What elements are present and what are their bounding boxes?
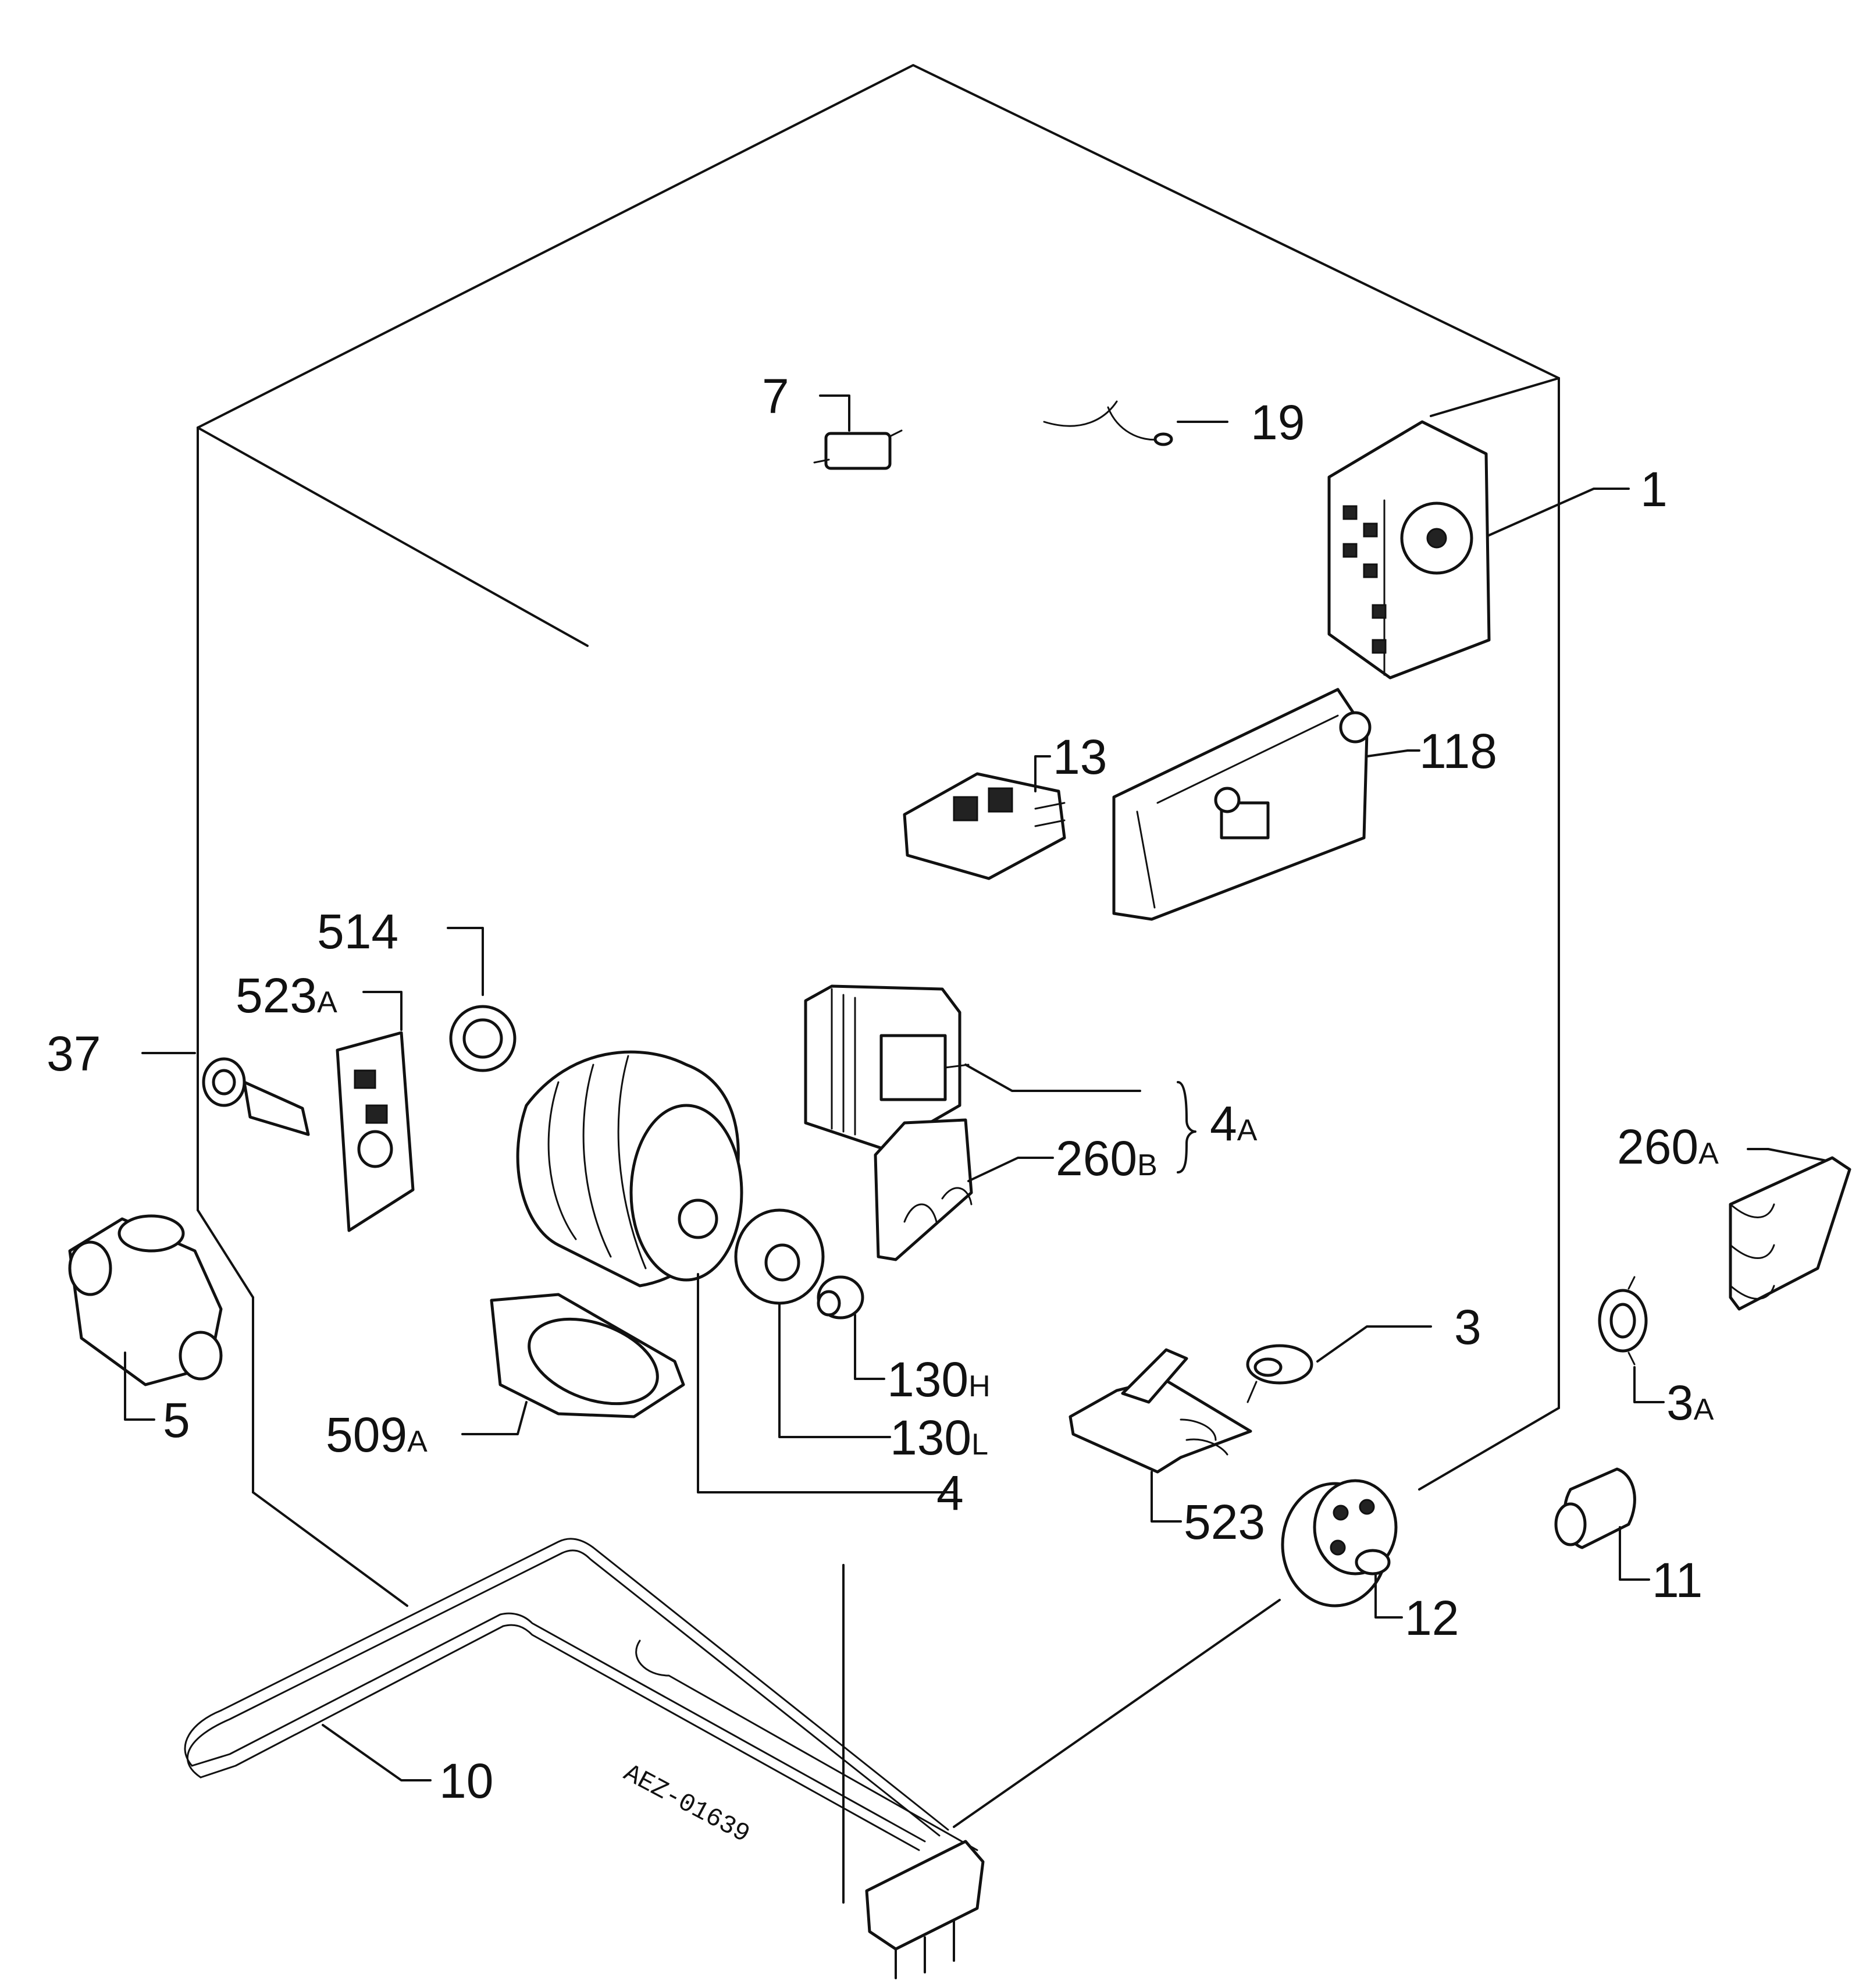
part-523-bracket: 523 [1069,1348,1265,1549]
label-118: 118 [1419,724,1497,778]
part-3-pressure-switch: 3 [1246,1300,1481,1403]
label-3a: 3A [1666,1375,1714,1430]
part-12-pulley: 12 [1281,1479,1459,1645]
label-19: 19 [1251,395,1305,450]
part-3a-pressure-switch: 3A [1598,1276,1714,1430]
label-1: 1 [1640,462,1668,517]
part-11-capacitor: 11 [1554,1467,1703,1608]
part-118-control-board: 118 [1112,688,1497,921]
part-130h-bushing: 130H [817,1275,991,1407]
part-4-motor: 4 [516,1050,964,1520]
part-5-valve: 5 [68,1214,223,1448]
label-260a: 260A [1617,1119,1719,1174]
label-523: 523 [1184,1495,1265,1549]
part-509a-mount: 509A [326,1293,685,1462]
label-260b: 260B [1056,1131,1158,1186]
part-7-switch: 7 [762,369,903,470]
part-19-wire: 19 [1043,395,1305,450]
label-12: 12 [1405,1591,1459,1645]
label-130l: 130L [890,1410,988,1465]
label-5: 5 [163,1393,190,1448]
part-37-connector: 37 [47,1026,310,1136]
label-130h: 130H [887,1352,991,1407]
label-523a: 523A [236,968,337,1023]
part-1-timer: 1 [1327,420,1668,680]
part-130l-brush-holder: 130L [734,1208,988,1465]
part-13-switch-block: 13 [903,730,1107,880]
part-523a-bracket: 523A [236,968,415,1232]
label-509a: 509A [326,1407,428,1462]
cabinet-outline [197,64,1560,1904]
label-514: 514 [317,904,398,959]
part-260b-bracket: 260B [874,1118,1158,1261]
part-4a-pump-motor: 4A [804,984,1258,1173]
label-3: 3 [1454,1300,1481,1354]
part-260a-bracket: 260A [1617,1119,1851,1311]
label-7: 7 [762,369,789,424]
part-514-bearing: 514 [317,904,517,1072]
label-37: 37 [47,1026,101,1081]
label-13: 13 [1053,730,1107,784]
part-10-heating-element: 10 [184,1538,985,1979]
label-11: 11 [1652,1553,1703,1608]
label-4a: 4A [1210,1096,1258,1151]
label-4: 4 [936,1466,964,1520]
label-10: 10 [439,1754,493,1808]
image-code: AEZ-01639 [618,1759,754,1850]
